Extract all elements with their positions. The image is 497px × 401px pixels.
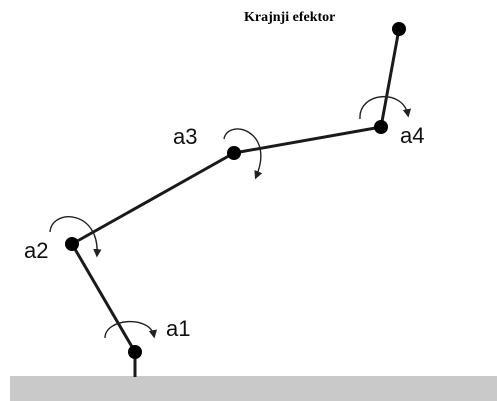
joint-a4 bbox=[374, 120, 388, 134]
rotation-arrow-a1 bbox=[104, 320, 158, 339]
end-effector-label: Krajnji efektor bbox=[244, 10, 336, 25]
rotation-arrow-a2 bbox=[49, 216, 102, 258]
rotation-arrow-a3 bbox=[223, 128, 263, 180]
ground-plane bbox=[10, 376, 497, 401]
joint-label-a1: a1 bbox=[166, 316, 191, 341]
link-a1-a2 bbox=[70, 243, 137, 353]
joint-label-a4: a4 bbox=[400, 123, 425, 148]
joint-a2 bbox=[65, 237, 79, 251]
link-a2-a3 bbox=[71, 151, 235, 246]
joint-label-a3: a3 bbox=[173, 124, 198, 149]
joint-label-a2: a2 bbox=[24, 238, 49, 263]
rotation-arrow-a4 bbox=[359, 96, 412, 120]
joint-a1 bbox=[128, 345, 142, 359]
link-a4-effector bbox=[379, 28, 401, 128]
link-a3-a4 bbox=[233, 125, 382, 155]
end-effector-point bbox=[392, 22, 406, 36]
joint-a3 bbox=[227, 146, 241, 160]
